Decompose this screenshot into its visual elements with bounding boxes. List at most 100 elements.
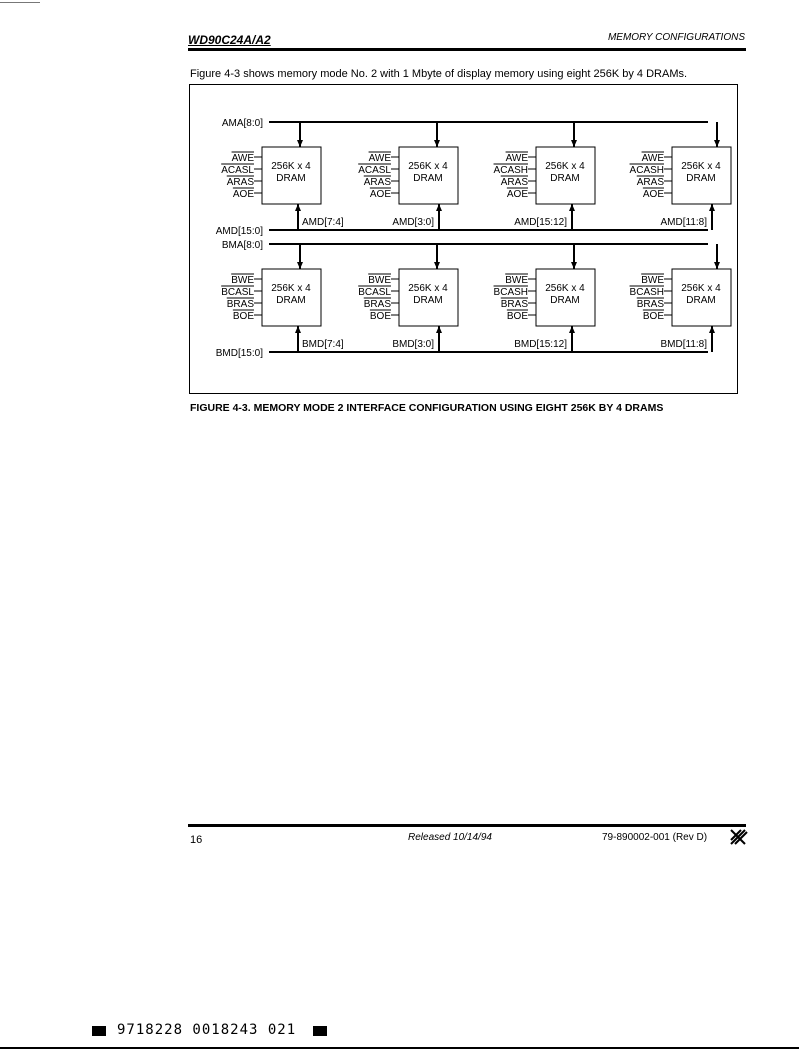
a-bank-dram-size-2: 256K x 4 [545,161,585,172]
b-bank-dram-size-2: 256K x 4 [545,283,585,294]
a-bank-data-label-1: AMD[3:0] [392,217,434,228]
a-bank-pin-label-2-1: ACASH [494,165,528,176]
barcode-number: 9718228 0018243 021 [117,1022,297,1038]
footer-rule [188,824,746,827]
b-bank-dram-box-3 [671,268,732,327]
b-bank-data-label-1: BMD[3:0] [392,339,434,350]
a-bank-pin-label-3-3: AOE [643,189,664,200]
b-bank-pin-label-3-1: BCASH [630,287,664,298]
a-bank-pin-label-0-3: AOE [233,189,254,200]
a-bank-addr-arrow-1 [434,140,440,147]
barcode-block-left [92,1026,106,1036]
b-bank-data-label-0: BMD[7:4] [302,339,344,350]
a-bank-addr-arrow-2 [571,140,577,147]
a-bank-pin-label-3-2: ARAS [637,177,665,188]
a-bank-dram-size-1: 256K x 4 [408,161,448,172]
a-bank-pin-label-1-2: ARAS [364,177,392,188]
footer-page-number: 16 [190,834,203,846]
a-bank-pin-label-0-1: ACASL [221,165,254,176]
a-bank-pin-label-2-3: AOE [507,189,528,200]
a-bank-data-label-2: AMD[15:12] [514,217,567,228]
b-bank-pin-label-0-0: BWE [231,275,254,286]
b-bank-data-arrow-2 [569,326,575,333]
a-bank-pin-label-2-2: ARAS [501,177,529,188]
a-bank-pin-label-0-0: AWE [232,153,255,164]
a-bank-data-arrow-1 [436,204,442,211]
a-bank-addr-bus-label: AMA[8:0] [222,118,263,129]
b-bank-dram-type-2: DRAM [550,295,579,306]
a-bank-data-bus-label: AMD[15:0] [216,226,263,237]
b-bank-addr-bus-label: BMA[8:0] [222,240,263,251]
b-bank-pin-label-0-3: BOE [233,311,254,322]
b-bank-data-label-3: BMD[11:8] [661,339,708,350]
b-bank-pin-label-3-2: BRAS [637,299,665,310]
a-bank-data-arrow-3 [709,204,715,211]
b-bank-addr-arrow-3 [714,262,720,269]
a-bank-pin-label-1-3: AOE [370,189,391,200]
a-bank-dram-box-1 [398,146,459,205]
header-part-number: WD90C24A/A2 [188,33,271,47]
b-bank-data-arrow-0 [295,326,301,333]
b-bank-data-bus-label: BMD[15:0] [216,348,263,359]
a-bank-dram-box-2 [535,146,596,205]
barcode-block-right [313,1026,327,1036]
a-bank-pin-label-1-0: AWE [369,153,392,164]
b-bank-pin-label-2-2: BRAS [501,299,529,310]
b-bank-dram-type-3: DRAM [686,295,715,306]
a-bank-addr-arrow-0 [297,140,303,147]
b-bank-pin-label-2-3: BOE [507,311,528,322]
header-section-title: MEMORY CONFIGURATIONS [607,32,745,43]
figure-frame [189,84,738,394]
intro-paragraph: Figure 4-3 shows memory mode No. 2 with … [190,68,688,80]
b-bank-dram-box-0 [261,268,322,327]
a-bank-dram-type-2: DRAM [550,173,579,184]
b-bank-pin-label-3-0: BWE [641,275,664,286]
a-bank-data-arrow-0 [295,204,301,211]
footer-release-date: Released 10/14/94 [408,832,492,843]
company-logo-icon [730,829,748,845]
b-bank-data-arrow-3 [709,326,715,333]
b-bank-dram-size-1: 256K x 4 [408,283,448,294]
footer-doc-number: 79-890002-001 (Rev D) [602,832,708,843]
b-bank-addr-arrow-0 [297,262,303,269]
b-bank-pin-label-2-1: BCASH [494,287,528,298]
b-bank-addr-arrow-1 [434,262,440,269]
b-bank-dram-size-3: 256K x 4 [681,283,721,294]
a-bank-pin-label-1-1: ACASL [358,165,391,176]
b-bank-pin-label-1-0: BWE [368,275,391,286]
memory-diagram: AMA[8:0]AMD[15:0]256K x 4DRAMAWEACASLARA… [216,118,732,359]
b-bank-pin-label-1-1: BCASL [358,287,391,298]
header-rule [188,48,746,51]
b-bank-data-arrow-1 [436,326,442,333]
b-bank-addr-arrow-2 [571,262,577,269]
top-edge-rule [0,2,40,3]
a-bank-data-label-0: AMD[7:4] [302,217,344,228]
a-bank-dram-type-0: DRAM [276,173,305,184]
b-bank-pin-label-0-1: BCASL [221,287,254,298]
b-bank-pin-label-0-2: BRAS [227,299,255,310]
a-bank-dram-type-3: DRAM [686,173,715,184]
a-bank-dram-box-0 [261,146,322,205]
a-bank-pin-label-0-2: ARAS [227,177,255,188]
b-bank-dram-box-1 [398,268,459,327]
b-bank-pin-label-2-0: BWE [505,275,528,286]
b-bank-pin-label-1-2: BRAS [364,299,392,310]
b-bank-pin-label-3-3: BOE [643,311,664,322]
b-bank-data-label-2: BMD[15:12] [514,339,567,350]
a-bank-dram-size-3: 256K x 4 [681,161,721,172]
a-bank-pin-label-2-0: AWE [506,153,529,164]
a-bank-dram-type-1: DRAM [413,173,442,184]
a-bank-addr-arrow-3 [714,140,720,147]
a-bank-pin-label-3-0: AWE [642,153,665,164]
figure-caption: FIGURE 4-3. MEMORY MODE 2 INTERFACE CONF… [190,402,664,414]
b-bank-dram-type-0: DRAM [276,295,305,306]
a-bank-data-label-3: AMD[11:8] [661,217,708,228]
bottom-edge-rule [0,1047,799,1049]
a-bank-pin-label-3-1: ACASH [630,165,664,176]
b-bank-dram-box-2 [535,268,596,327]
b-bank-dram-size-0: 256K x 4 [271,283,311,294]
a-bank-dram-box-3 [671,146,732,205]
a-bank-dram-size-0: 256K x 4 [271,161,311,172]
b-bank-pin-label-1-3: BOE [370,311,391,322]
a-bank-data-arrow-2 [569,204,575,211]
